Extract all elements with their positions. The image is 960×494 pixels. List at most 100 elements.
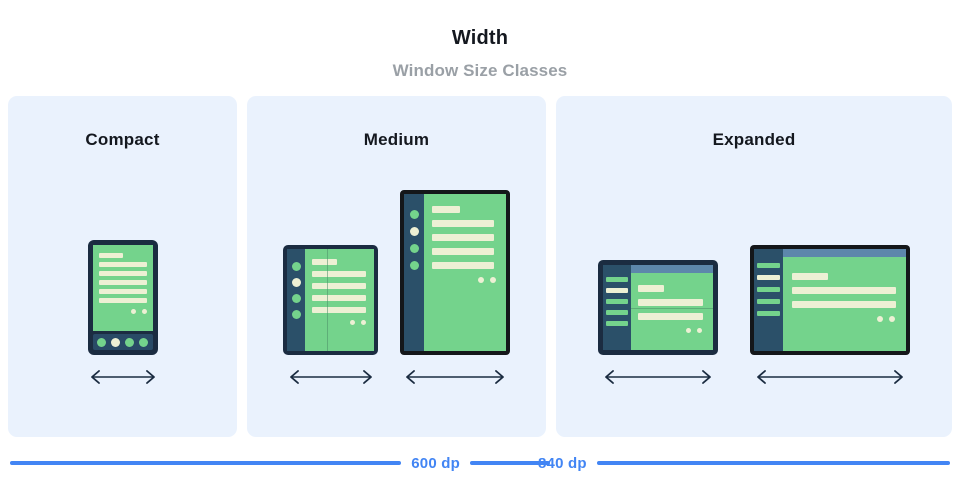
rail-items xyxy=(404,210,424,270)
rail-dot xyxy=(291,310,301,319)
rail-bar-active xyxy=(606,288,628,293)
device-column-foldable-portrait xyxy=(283,245,378,385)
rail-dot-active xyxy=(291,278,301,287)
rail-dot xyxy=(409,261,419,270)
nav-dot-active xyxy=(111,337,121,347)
nav-dot xyxy=(124,337,134,347)
content-bar xyxy=(98,280,147,285)
content-bar xyxy=(98,271,147,276)
content-dot xyxy=(141,309,147,314)
tablet-landscape-screen xyxy=(783,249,906,351)
content-dot xyxy=(350,320,355,325)
content-bar xyxy=(792,287,896,294)
rail-bar xyxy=(757,263,780,268)
rail-bar xyxy=(757,299,780,304)
app-top-bar xyxy=(631,265,713,273)
rail-bar xyxy=(606,277,628,282)
panel-title-expanded: Expanded xyxy=(712,130,796,149)
rail-items xyxy=(603,277,631,326)
phone-screen xyxy=(92,245,153,331)
width-arrow-icon xyxy=(403,369,507,385)
tablet-landscape-nav-rail xyxy=(754,249,783,351)
rail-dot xyxy=(409,244,419,253)
width-arrow-icon xyxy=(754,369,906,385)
nav-dot xyxy=(138,337,148,347)
size-class-panels: Compact xyxy=(8,96,952,437)
content-bar xyxy=(432,234,494,241)
phone-bottom-nav xyxy=(92,334,153,350)
fold-crease-line xyxy=(631,308,713,309)
rail-items xyxy=(754,263,783,316)
content-dot xyxy=(697,328,702,333)
content-dot xyxy=(877,316,883,322)
content-bar xyxy=(98,298,147,303)
content-bar xyxy=(98,262,147,267)
breakpoint-600dp: 600 dp xyxy=(10,452,550,474)
rail-dot-active xyxy=(409,227,419,236)
rail-bar xyxy=(606,299,628,304)
content-bar xyxy=(98,253,123,258)
device-column-phone xyxy=(87,240,158,385)
breakpoint-line-left xyxy=(478,461,528,465)
header: Width Window Size Classes xyxy=(0,0,960,82)
page-title: Width xyxy=(451,27,509,49)
content-bar xyxy=(432,206,460,213)
panel-title-compact: Compact xyxy=(85,130,160,149)
device-group-expanded xyxy=(556,156,952,437)
width-arrow-icon xyxy=(88,369,158,385)
device-phone-portrait xyxy=(87,240,158,355)
content-bar xyxy=(638,313,703,320)
breakpoint-line-left xyxy=(10,461,402,465)
panel-compact: Compact xyxy=(8,96,237,437)
rail-dot xyxy=(409,210,419,219)
content-dot xyxy=(130,309,136,314)
fold-crease-line xyxy=(327,249,328,351)
content-bar xyxy=(792,301,896,308)
panel-title-medium: Medium xyxy=(363,130,430,149)
content-bar xyxy=(432,220,494,227)
breakpoint-840dp: 840 dp xyxy=(478,452,950,474)
app-top-bar xyxy=(783,249,906,257)
foldable-landscape-screen xyxy=(631,265,713,350)
width-arrow-icon xyxy=(602,369,714,385)
device-tablet-portrait xyxy=(400,190,510,355)
foldable-portrait-nav-rail xyxy=(287,249,305,351)
content-bar xyxy=(312,307,366,313)
device-column-tablet-portrait xyxy=(400,190,510,385)
rail-bar-active xyxy=(757,275,780,280)
content-bar xyxy=(98,289,147,294)
tablet-portrait-nav-rail xyxy=(404,194,424,351)
width-arrow-icon xyxy=(287,369,375,385)
rail-bar xyxy=(757,287,780,292)
panel-expanded: Expanded xyxy=(556,96,952,437)
content-bar xyxy=(638,285,664,292)
content-bar xyxy=(312,259,337,265)
content-dot xyxy=(686,328,691,333)
page-subtitle: Window Size Classes xyxy=(392,61,568,80)
tablet-portrait-screen xyxy=(424,194,506,351)
content-dot xyxy=(490,277,496,283)
content-dot xyxy=(478,277,484,283)
device-group-medium xyxy=(247,156,546,437)
device-group-compact xyxy=(8,156,237,437)
breakpoint-label-840dp: 840 dp xyxy=(538,454,587,472)
rail-bar xyxy=(606,310,628,315)
device-column-foldable-landscape xyxy=(598,260,718,385)
content-bar xyxy=(432,262,494,269)
content-bar xyxy=(638,299,703,306)
rail-dot xyxy=(291,262,301,271)
device-foldable-landscape xyxy=(598,260,718,355)
breakpoint-line-right xyxy=(596,461,950,465)
content-dot xyxy=(889,316,895,322)
foldable-portrait-screen xyxy=(305,249,374,351)
device-tablet-landscape xyxy=(750,245,910,355)
nav-dot xyxy=(97,337,107,347)
foldable-landscape-nav-rail xyxy=(603,265,631,350)
rail-bar xyxy=(757,311,780,316)
breakpoint-label-600dp: 600 dp xyxy=(411,454,460,472)
rail-items xyxy=(287,262,305,319)
panel-medium: Medium xyxy=(247,96,546,437)
breakpoint-scale: 600 dp 840 dp xyxy=(0,452,960,474)
rail-dot xyxy=(291,294,301,303)
